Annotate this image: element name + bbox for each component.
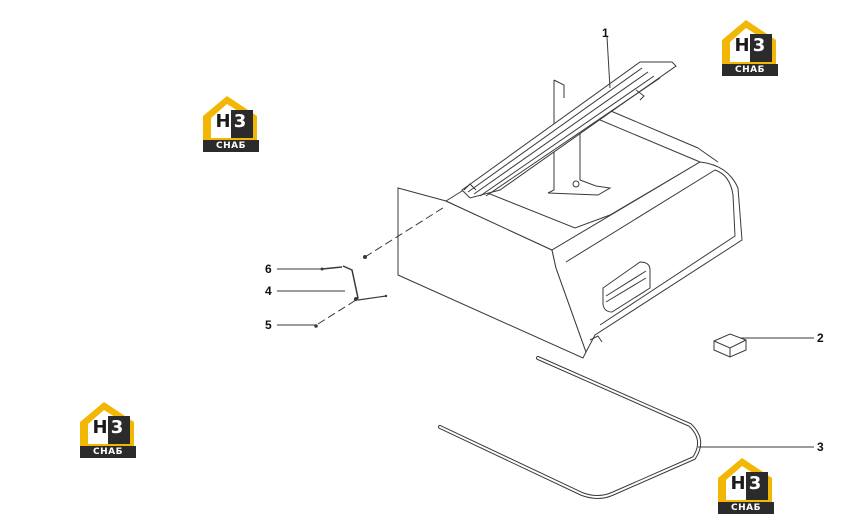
logo-letter-3: 3 [752, 35, 766, 56]
callout-2: 2 [817, 331, 824, 345]
callout-6: 6 [265, 262, 272, 276]
house-logo-icon [722, 20, 776, 64]
logo-letter-3: 3 [233, 111, 247, 132]
logo-letter-3: 3 [110, 417, 124, 438]
bumper-pad [713, 333, 747, 358]
logo-caption: СНАБ [722, 64, 778, 76]
brand-logo: H 3 СНАБ [718, 16, 782, 78]
house-logo-icon [203, 96, 257, 140]
box-bracket [547, 80, 612, 196]
logo-caption: СНАБ [80, 446, 136, 458]
screw-6 [321, 266, 343, 270]
logo-caption: СНАБ [203, 140, 259, 152]
callout-3: 3 [817, 440, 824, 454]
logo-letter-h: H [730, 473, 746, 494]
brand-logo: H 3 СНАБ [714, 454, 778, 516]
seal-strip [438, 356, 702, 499]
callout-5: 5 [265, 318, 272, 332]
callout-4: 4 [265, 284, 272, 298]
logo-caption: СНАБ [718, 502, 774, 514]
brand-logo: H 3 СНАБ [76, 398, 140, 460]
house-logo-icon [718, 458, 772, 502]
callout-1: 1 [602, 26, 609, 40]
logo-letter-h: H [92, 417, 108, 438]
hinge-bar [461, 61, 677, 199]
latch-spring [342, 265, 359, 301]
house-logo-icon [80, 402, 134, 446]
box-front-face [551, 161, 743, 354]
logo-letter-h: H [734, 35, 750, 56]
brand-logo: H 3 СНАБ [199, 92, 263, 154]
logo-letter-3: 3 [748, 473, 762, 494]
leader-1 [606, 36, 611, 89]
box-handle [602, 261, 651, 313]
logo-letter-h: H [215, 111, 231, 132]
